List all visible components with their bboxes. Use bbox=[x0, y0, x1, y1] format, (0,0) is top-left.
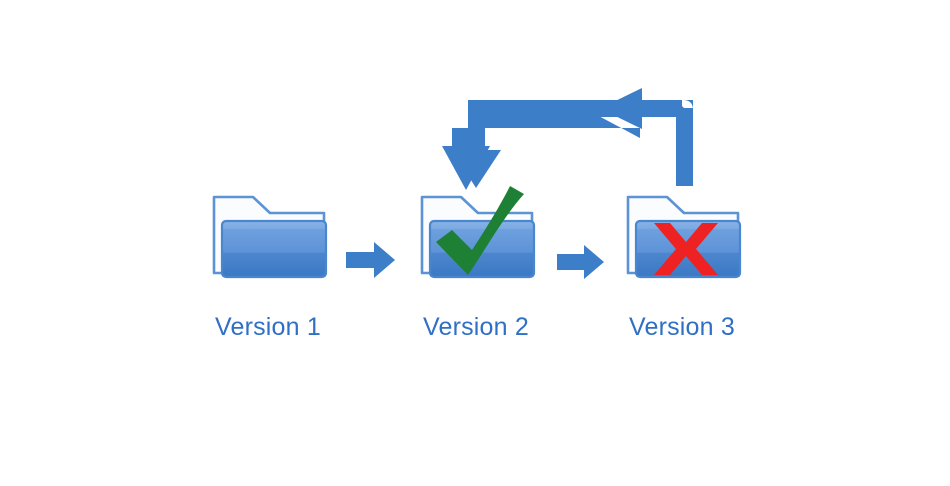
arrow-version2-to-version3 bbox=[557, 245, 605, 284]
node-version-3[interactable]: Version 3 bbox=[592, 185, 772, 342]
folder-icon-version-3 bbox=[592, 185, 772, 295]
folder-icon-version-1 bbox=[178, 185, 358, 295]
node-version-1[interactable]: Version 1 bbox=[178, 185, 358, 342]
node-label-version-1: Version 1 bbox=[214, 313, 322, 341]
rollback-return-arrow bbox=[440, 88, 710, 197]
arrow-version1-to-version2 bbox=[346, 242, 396, 283]
node-label-version-2: Version 2 bbox=[422, 313, 530, 341]
folder-icon-version-2 bbox=[386, 185, 566, 295]
node-version-2[interactable]: Version 2 bbox=[386, 185, 566, 342]
node-label-version-3: Version 3 bbox=[628, 313, 736, 341]
